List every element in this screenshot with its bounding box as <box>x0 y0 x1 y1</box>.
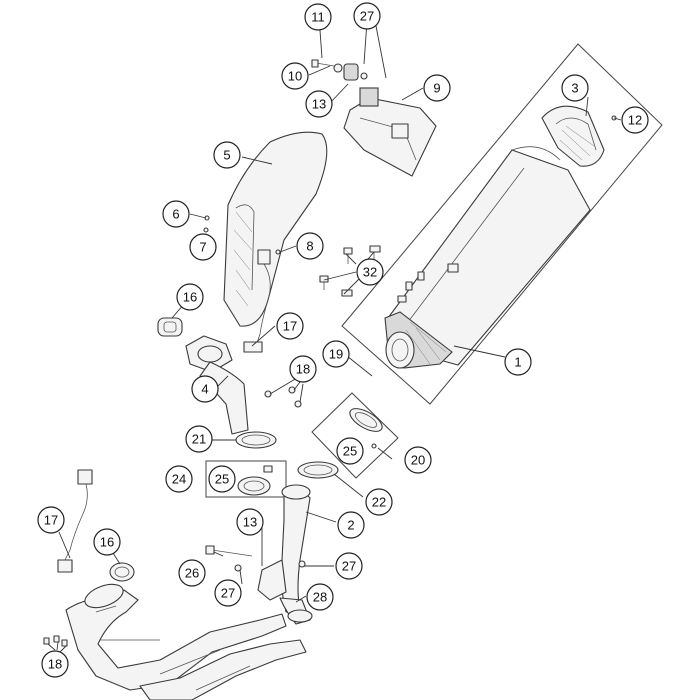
exhaust-cover <box>223 131 328 327</box>
lambda-sensor-lower <box>57 469 93 573</box>
header-pipes <box>65 583 307 700</box>
callout-10-label: 10 <box>288 69 302 84</box>
callout-8-label: 8 <box>306 239 313 254</box>
callout-16-lower-label: 16 <box>100 535 114 550</box>
heat-shield-bracket <box>343 87 437 177</box>
callout-1-label: 1 <box>514 355 521 370</box>
muffler-fasteners <box>397 263 459 303</box>
callout-22-label: 22 <box>372 495 386 510</box>
clamp-upper <box>349 408 383 449</box>
callout-26-label: 26 <box>185 566 199 581</box>
gasket-22-inner <box>303 464 333 476</box>
cover-washer <box>203 227 209 233</box>
callout-27-middle: 27 <box>214 579 242 607</box>
bracket-hardware <box>311 59 368 81</box>
callout-27-top: 27 <box>353 2 381 30</box>
gasket-ring-inner <box>241 434 271 446</box>
callout-18-lower-label: 18 <box>48 657 62 672</box>
muffler-end-cap <box>541 105 605 167</box>
callout-2-label: 2 <box>347 518 354 533</box>
callout-13-lower-label: 13 <box>243 515 257 530</box>
callout-7: 7 <box>189 233 217 261</box>
callout-5-label: 5 <box>223 148 230 163</box>
callout-7-label: 7 <box>199 240 206 255</box>
callout-10: 10 <box>281 62 309 90</box>
clamp-kit-box <box>205 460 287 498</box>
callout-17-lower-label: 17 <box>44 513 58 528</box>
callout-2: 2 <box>337 511 365 539</box>
callout-16-upper: 16 <box>176 283 204 311</box>
clamp-lower <box>237 465 273 496</box>
callout-5: 5 <box>213 141 241 169</box>
gasket-lower-inner <box>114 566 130 578</box>
callout-12-label: 12 <box>628 113 642 128</box>
gasket-lower <box>109 562 135 582</box>
callout-26: 26 <box>178 559 206 587</box>
callout-16-lower: 16 <box>93 528 121 556</box>
connector-set <box>319 245 381 297</box>
callout-17-upper-label: 17 <box>283 319 297 334</box>
callout-9-label: 9 <box>433 81 440 96</box>
callout-32: 32 <box>356 258 384 286</box>
muffler-inlet-cone <box>384 311 453 369</box>
callout-3: 3 <box>561 74 589 102</box>
callout-24: 24 <box>165 465 193 493</box>
callout-19: 19 <box>322 340 350 368</box>
callout-8: 8 <box>296 232 324 260</box>
callout-17-upper: 17 <box>276 312 304 340</box>
callout-22: 22 <box>365 488 393 516</box>
sensor-clip <box>275 249 281 255</box>
callout-13-upper-label: 13 <box>312 97 326 112</box>
callout-12: 12 <box>621 106 649 134</box>
callout-11: 11 <box>304 3 332 31</box>
callout-25-lower: 25 <box>208 465 236 493</box>
callout-16-upper-label: 16 <box>183 290 197 305</box>
callout-27-right-label: 27 <box>342 559 356 574</box>
gasket-22 <box>297 461 339 479</box>
header-studs <box>43 635 68 647</box>
callout-18-upper-label: 18 <box>296 362 310 377</box>
callout-25-upper: 25 <box>336 437 364 465</box>
callout-28: 28 <box>306 583 334 611</box>
callout-18-lower: 18 <box>41 650 69 678</box>
callout-3-label: 3 <box>571 81 578 96</box>
clamp-kit-box-upper <box>311 392 399 479</box>
callout-1: 1 <box>504 348 532 376</box>
flange-nuts <box>264 386 302 408</box>
callout-19-label: 19 <box>329 347 343 362</box>
callout-11-label: 11 <box>311 10 325 25</box>
callout-20: 20 <box>404 446 432 474</box>
callout-32-label: 32 <box>363 265 377 280</box>
callout-27-right: 27 <box>335 552 363 580</box>
muffler-assembly-box <box>341 43 663 405</box>
callout-17-lower: 17 <box>37 506 65 534</box>
callout-25-lower-label: 25 <box>215 472 229 487</box>
callout-27-middle-label: 27 <box>221 586 235 601</box>
callout-6: 6 <box>162 200 190 228</box>
callout-20-label: 20 <box>411 453 425 468</box>
lambda-sensor-upper <box>243 249 271 353</box>
callout-4: 4 <box>191 375 219 403</box>
exhaust-manifold <box>257 484 313 625</box>
manifold-hardware <box>205 545 306 572</box>
callout-28-label: 28 <box>313 590 327 605</box>
callout-6-label: 6 <box>172 207 179 222</box>
callout-13-lower: 13 <box>236 508 264 536</box>
callout-9: 9 <box>423 74 451 102</box>
gasket-upper <box>157 317 183 337</box>
callout-18-upper: 18 <box>289 355 317 383</box>
callout-21-label: 21 <box>192 432 206 447</box>
callout-25-upper-label: 25 <box>343 444 357 459</box>
callout-4-label: 4 <box>201 382 208 397</box>
callout-21: 21 <box>185 425 213 453</box>
callout-13-upper: 13 <box>305 90 333 118</box>
leader-lines <box>47 16 622 653</box>
callout-27-top-label: 27 <box>360 9 374 24</box>
callout-24-label: 24 <box>172 472 186 487</box>
